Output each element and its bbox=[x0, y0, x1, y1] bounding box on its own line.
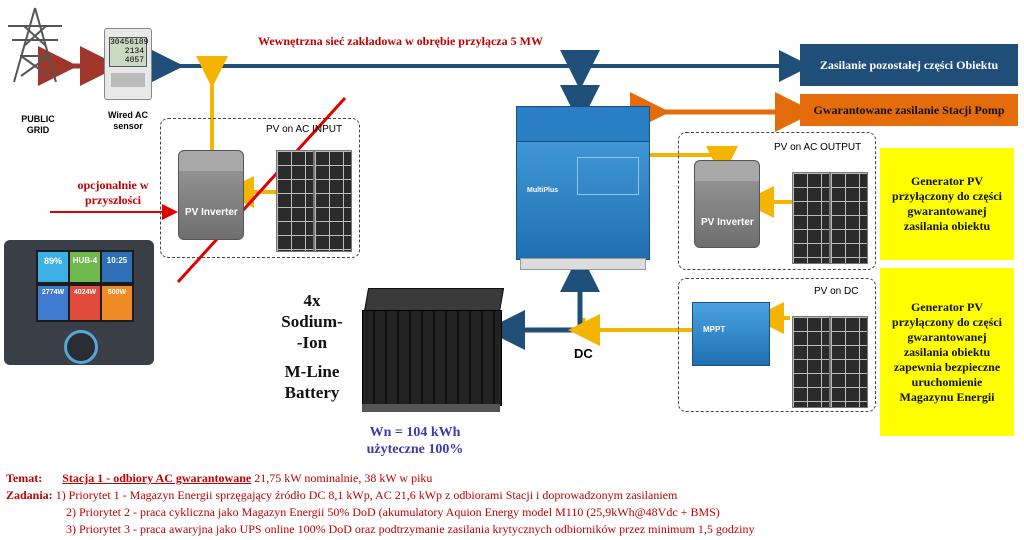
battery-capacity: Wn = 104 kWh użyteczne 100% bbox=[350, 424, 480, 458]
pv-ac-output-label: PV on AC OUTPUT bbox=[774, 142, 862, 153]
pv-dc-group bbox=[678, 278, 876, 412]
internal-network-label: Wewnętrzna sieć zakładowa w obrębie przy… bbox=[258, 34, 543, 48]
pv-ac-input-group bbox=[160, 118, 360, 258]
gx-touch-device: 89% HUB-4 10:25 2774W 4024W 500W bbox=[4, 240, 154, 365]
box-rest-of-facility: Zasilanie pozostałej części Obiektu bbox=[800, 44, 1018, 86]
gx-tile-time: 10:25 bbox=[102, 252, 132, 282]
battery-model-2: Battery bbox=[284, 383, 340, 402]
pv-panel-left-1 bbox=[276, 150, 314, 252]
battery-text-block: 4x Sodium- -Ion M-Line Battery bbox=[268, 290, 356, 403]
task-3: 3) Priorytet 3 - praca awaryjna jako UPS… bbox=[66, 522, 755, 536]
wired-ac-sensor-label: Wired AC sensor bbox=[107, 110, 149, 131]
multiplus-label: MultiPlus bbox=[527, 187, 559, 194]
battery-usable: użyteczne 100% bbox=[366, 442, 464, 457]
pv-inverter-left: PV Inverter bbox=[178, 150, 244, 240]
battery-type-2: -Ion bbox=[296, 333, 328, 352]
task-2: 2) Priorytet 2 - praca cykliczna jako Ma… bbox=[66, 505, 720, 519]
box-pump-station: Gwarantowane zasilanie Stacji Pomp bbox=[800, 94, 1018, 126]
gx-tile-load: 4024W bbox=[70, 286, 100, 320]
box-pv-ac-output-note: Generator PV przyłączony do części gwara… bbox=[880, 148, 1014, 260]
footer-tasks: Zadania: 1) Priorytet 1 - Magazyn Energi… bbox=[6, 488, 677, 503]
meter-reading-2: 2134 bbox=[124, 47, 144, 56]
multiplus-to-right-inverter bbox=[650, 146, 738, 178]
box-pv-dc-note: Generator PV przyłączony do części gwara… bbox=[880, 268, 1014, 436]
multiplus-terminals bbox=[520, 258, 646, 270]
pv-inverter-right: PV Inverter bbox=[694, 160, 760, 248]
gx-tile-grid: 2774W bbox=[38, 286, 68, 320]
pv-inverter-right-label: PV Inverter bbox=[701, 217, 754, 228]
topic-rest: 21,75 kW nominalnie, 38 kW w piku bbox=[251, 471, 433, 485]
pv-panel-left-2 bbox=[314, 150, 352, 252]
topic-title: Stacja 1 - odbiory AC gwarantowane bbox=[62, 471, 252, 485]
topic-label: Temat: bbox=[6, 471, 43, 485]
task-1: 1) Priorytet 1 - Magazyn Energii sprzęga… bbox=[55, 488, 678, 502]
public-grid-label: PUBLIC GRID bbox=[21, 114, 55, 135]
dc-label: DC bbox=[574, 346, 593, 361]
pv-panel-right-2 bbox=[830, 172, 868, 264]
mppt-label: MPPT bbox=[703, 325, 726, 334]
mppt-controller: MPPT bbox=[692, 302, 770, 366]
gx-tile-soc: 89% bbox=[38, 252, 68, 282]
battery-model-1: M-Line bbox=[284, 362, 340, 381]
gx-tile-mode: HUB-4 bbox=[70, 252, 100, 282]
pv-panel-right-1 bbox=[792, 172, 830, 264]
pv-panel-dc-2 bbox=[830, 316, 868, 408]
gx-tile-pv: 500W bbox=[102, 286, 132, 320]
battery-pack-image bbox=[362, 288, 505, 414]
multiplus-inverter: MultiPlus bbox=[516, 106, 650, 260]
pv-dc-label: PV on DC bbox=[814, 286, 859, 297]
pv-panel-dc-1 bbox=[792, 316, 830, 408]
battery-type-1: Sodium- bbox=[281, 312, 343, 331]
gx-knob-icon bbox=[64, 330, 98, 364]
pv-ac-input-label: PV on AC INPUT bbox=[266, 124, 343, 135]
footer-topic: Temat: Stacja 1 - odbiory AC gwarantowan… bbox=[6, 471, 432, 486]
pv-ac-output-group bbox=[678, 132, 876, 270]
meter-reading-3: 4057 bbox=[124, 56, 144, 65]
pv-inverter-left-label: PV Inverter bbox=[185, 207, 238, 218]
power-pylon-icon bbox=[8, 7, 62, 83]
optional-future-label: opcjonalnie w przyszłości bbox=[77, 178, 149, 207]
battery-capacity-value: Wn = 104 kWh bbox=[369, 425, 461, 440]
battery-count: 4x bbox=[303, 291, 321, 310]
strike-line bbox=[176, 96, 347, 284]
tasks-label: Zadania: bbox=[6, 488, 53, 502]
wired-ac-sensor: 30456189 2134 4057 bbox=[104, 28, 152, 100]
meter-reading-1: 30456189 bbox=[110, 38, 149, 47]
